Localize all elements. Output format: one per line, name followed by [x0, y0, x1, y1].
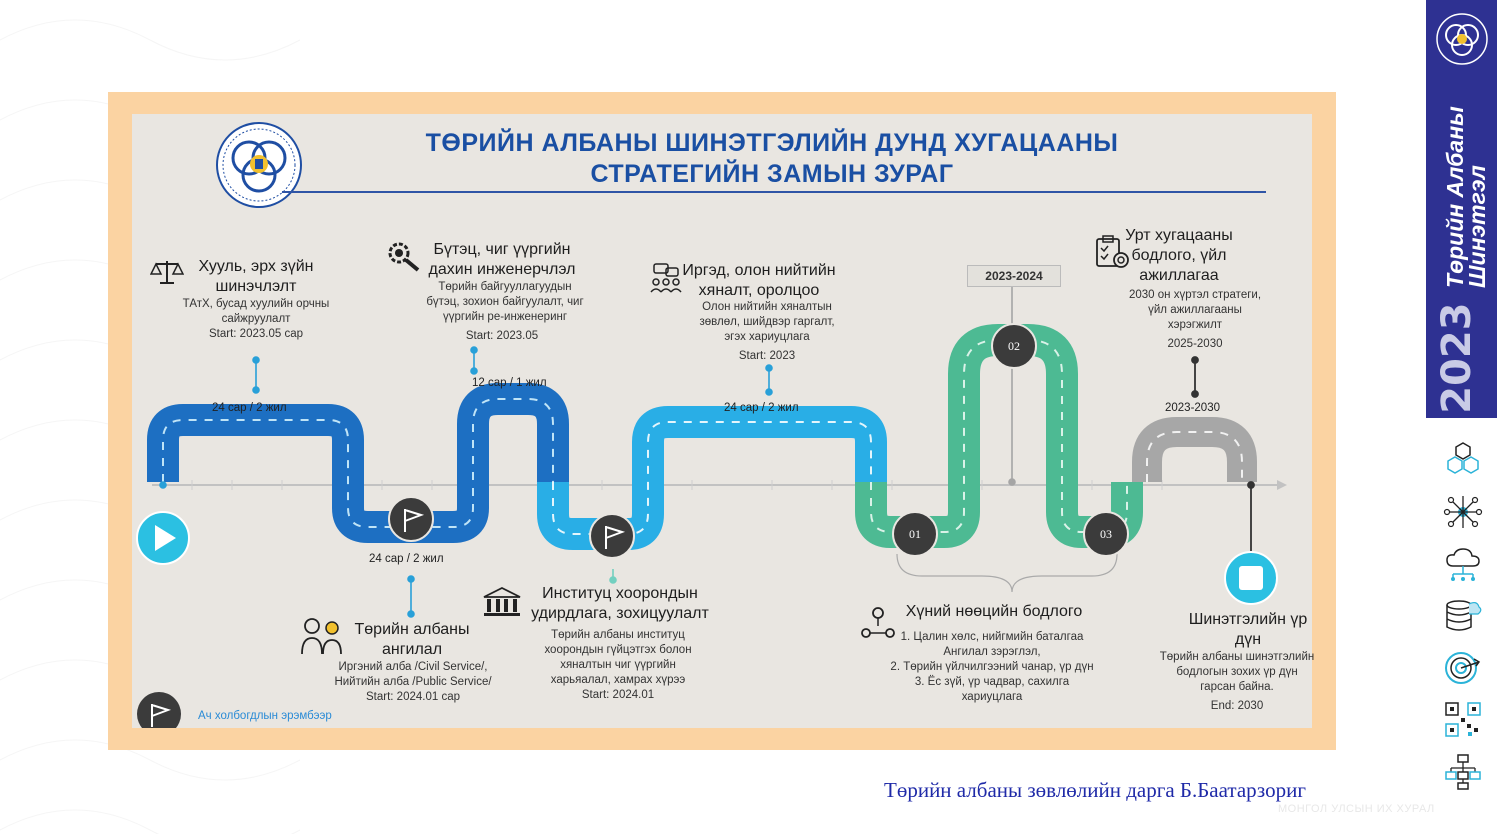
milestone-structure: Бүтэц, чиг үүргийн дахин инженерчлэл	[428, 241, 576, 278]
end-stop-icon	[1224, 551, 1278, 605]
cloud-network-icon	[1446, 548, 1480, 581]
infographic-panel: 01 02 03	[132, 114, 1314, 728]
title-underline	[282, 191, 1266, 193]
start-play-icon	[136, 511, 190, 565]
scales-icon	[150, 261, 184, 284]
network-nodes-icon	[1443, 496, 1483, 528]
milestone-hr: Хүний нөөцийн бодлого	[905, 603, 1083, 620]
road-segment-4	[1132, 417, 1257, 482]
people-discussion-icon	[650, 263, 682, 293]
road-segment-1	[147, 383, 569, 543]
milestone-law: Хууль, эрх зүйн шинэчлэлт	[198, 258, 314, 295]
institution-building-icon	[483, 586, 521, 616]
duration-longterm: 2023-2030	[1165, 402, 1220, 414]
hierarchy-icon	[1445, 754, 1481, 790]
duration-citizens: 24 сар / 2 жил	[724, 402, 799, 414]
timeline-arrow	[1277, 480, 1287, 490]
years-label: 2023-2024	[967, 265, 1061, 287]
milestone-citizens: Иргэд, олон нийтийн хяналт, оролцоо	[682, 262, 836, 299]
duration-classification: 24 сар / 2 жил	[369, 553, 444, 565]
watermark: МОНГОЛ УЛСЫН ИХ ХУРАЛ	[1278, 803, 1435, 815]
civil-service-council-logo	[216, 122, 302, 208]
sidebar-vertical-text: 2023 Төрийн Албаны Шинэтгэл	[1434, 106, 1490, 414]
duration-structure: 12 сар / 1 жил	[472, 377, 547, 389]
flag-marker-2	[589, 513, 635, 559]
marker-01: 01	[909, 527, 921, 541]
database-icon	[1446, 600, 1482, 631]
roadmap-title: ТӨРИЙН АЛБАНЫ ШИНЭТГЭЛИЙН ДУНД ХУГАЦААНЫ…	[425, 129, 1119, 188]
marker-02: 02	[1008, 339, 1020, 353]
qr-code-icon	[1445, 702, 1481, 737]
priority-note: Ач холбогдлын эрэмбээр	[198, 710, 332, 722]
milestone-institutions: Институц хоорондын удирдлага, зохицуулал…	[531, 585, 709, 622]
duration-law: 24 сар / 2 жил	[212, 402, 287, 414]
hexagon-network-icon	[1447, 442, 1479, 474]
target-icon	[1445, 652, 1481, 684]
milestone-longterm: Урт хугацааны бодлого, үйл ажиллагаа	[1125, 227, 1233, 284]
sidebar-logo	[1436, 13, 1488, 65]
milestone-result: Шинэтгэлийн үр дүн	[1188, 611, 1308, 648]
gear-wrench-icon	[388, 242, 420, 272]
marker-03: 03	[1100, 527, 1112, 541]
roadmap-road: 01 02 03	[136, 274, 1287, 728]
road-segment-3	[855, 324, 1143, 548]
strategy-clipboard-icon	[1096, 235, 1129, 268]
footer-presenter: Төрийн албаны зөвлөлийн дарга Б.Баатарзо…	[884, 778, 1306, 802]
hr-brace	[896, 553, 1118, 593]
infographic-frame: 01 02 03	[108, 92, 1336, 750]
legend-flag-icon	[137, 692, 181, 728]
hr-network-icon	[861, 607, 895, 638]
flag-marker-1	[388, 496, 434, 542]
civil-servants-icon	[301, 618, 342, 655]
milestone-classification: Төрийн албаны ангилал	[354, 621, 470, 658]
brand-sidebar: 2023 Төрийн Албаны Шинэтгэл	[1426, 0, 1497, 418]
